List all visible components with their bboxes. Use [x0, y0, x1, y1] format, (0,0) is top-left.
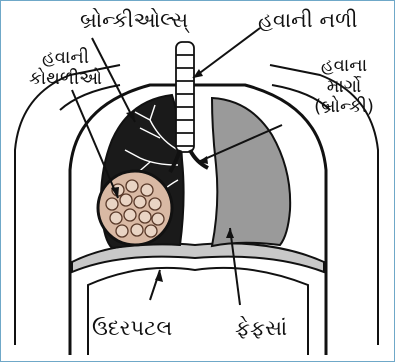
- diaphragm: [72, 243, 324, 272]
- label-bronchi-line2: માર્ગો: [298, 77, 390, 98]
- label-bronchioles: બ્રોન્કીઓલ્સ્: [80, 8, 188, 32]
- label-alveoli: હવાની કોથળીઓ: [18, 48, 113, 89]
- label-alveoli-line2: કોથળીઓ: [18, 69, 113, 90]
- label-lungs: ફેફસાં: [235, 316, 287, 340]
- label-diaphragm: ઉદરપટલ: [92, 316, 172, 340]
- label-alveoli-line1: હવાની: [18, 48, 113, 69]
- lower-body-outline: [88, 268, 308, 355]
- trachea: [176, 42, 194, 152]
- label-trachea: હવાની નળી: [258, 8, 358, 32]
- right-lung: [212, 98, 290, 246]
- label-bronchi: હવાના માર્ગો (બ્રોન્કી): [298, 56, 390, 118]
- label-bronchi-line3: (બ્રોન્કી): [298, 97, 390, 118]
- label-bronchi-line1: હવાના: [298, 56, 390, 77]
